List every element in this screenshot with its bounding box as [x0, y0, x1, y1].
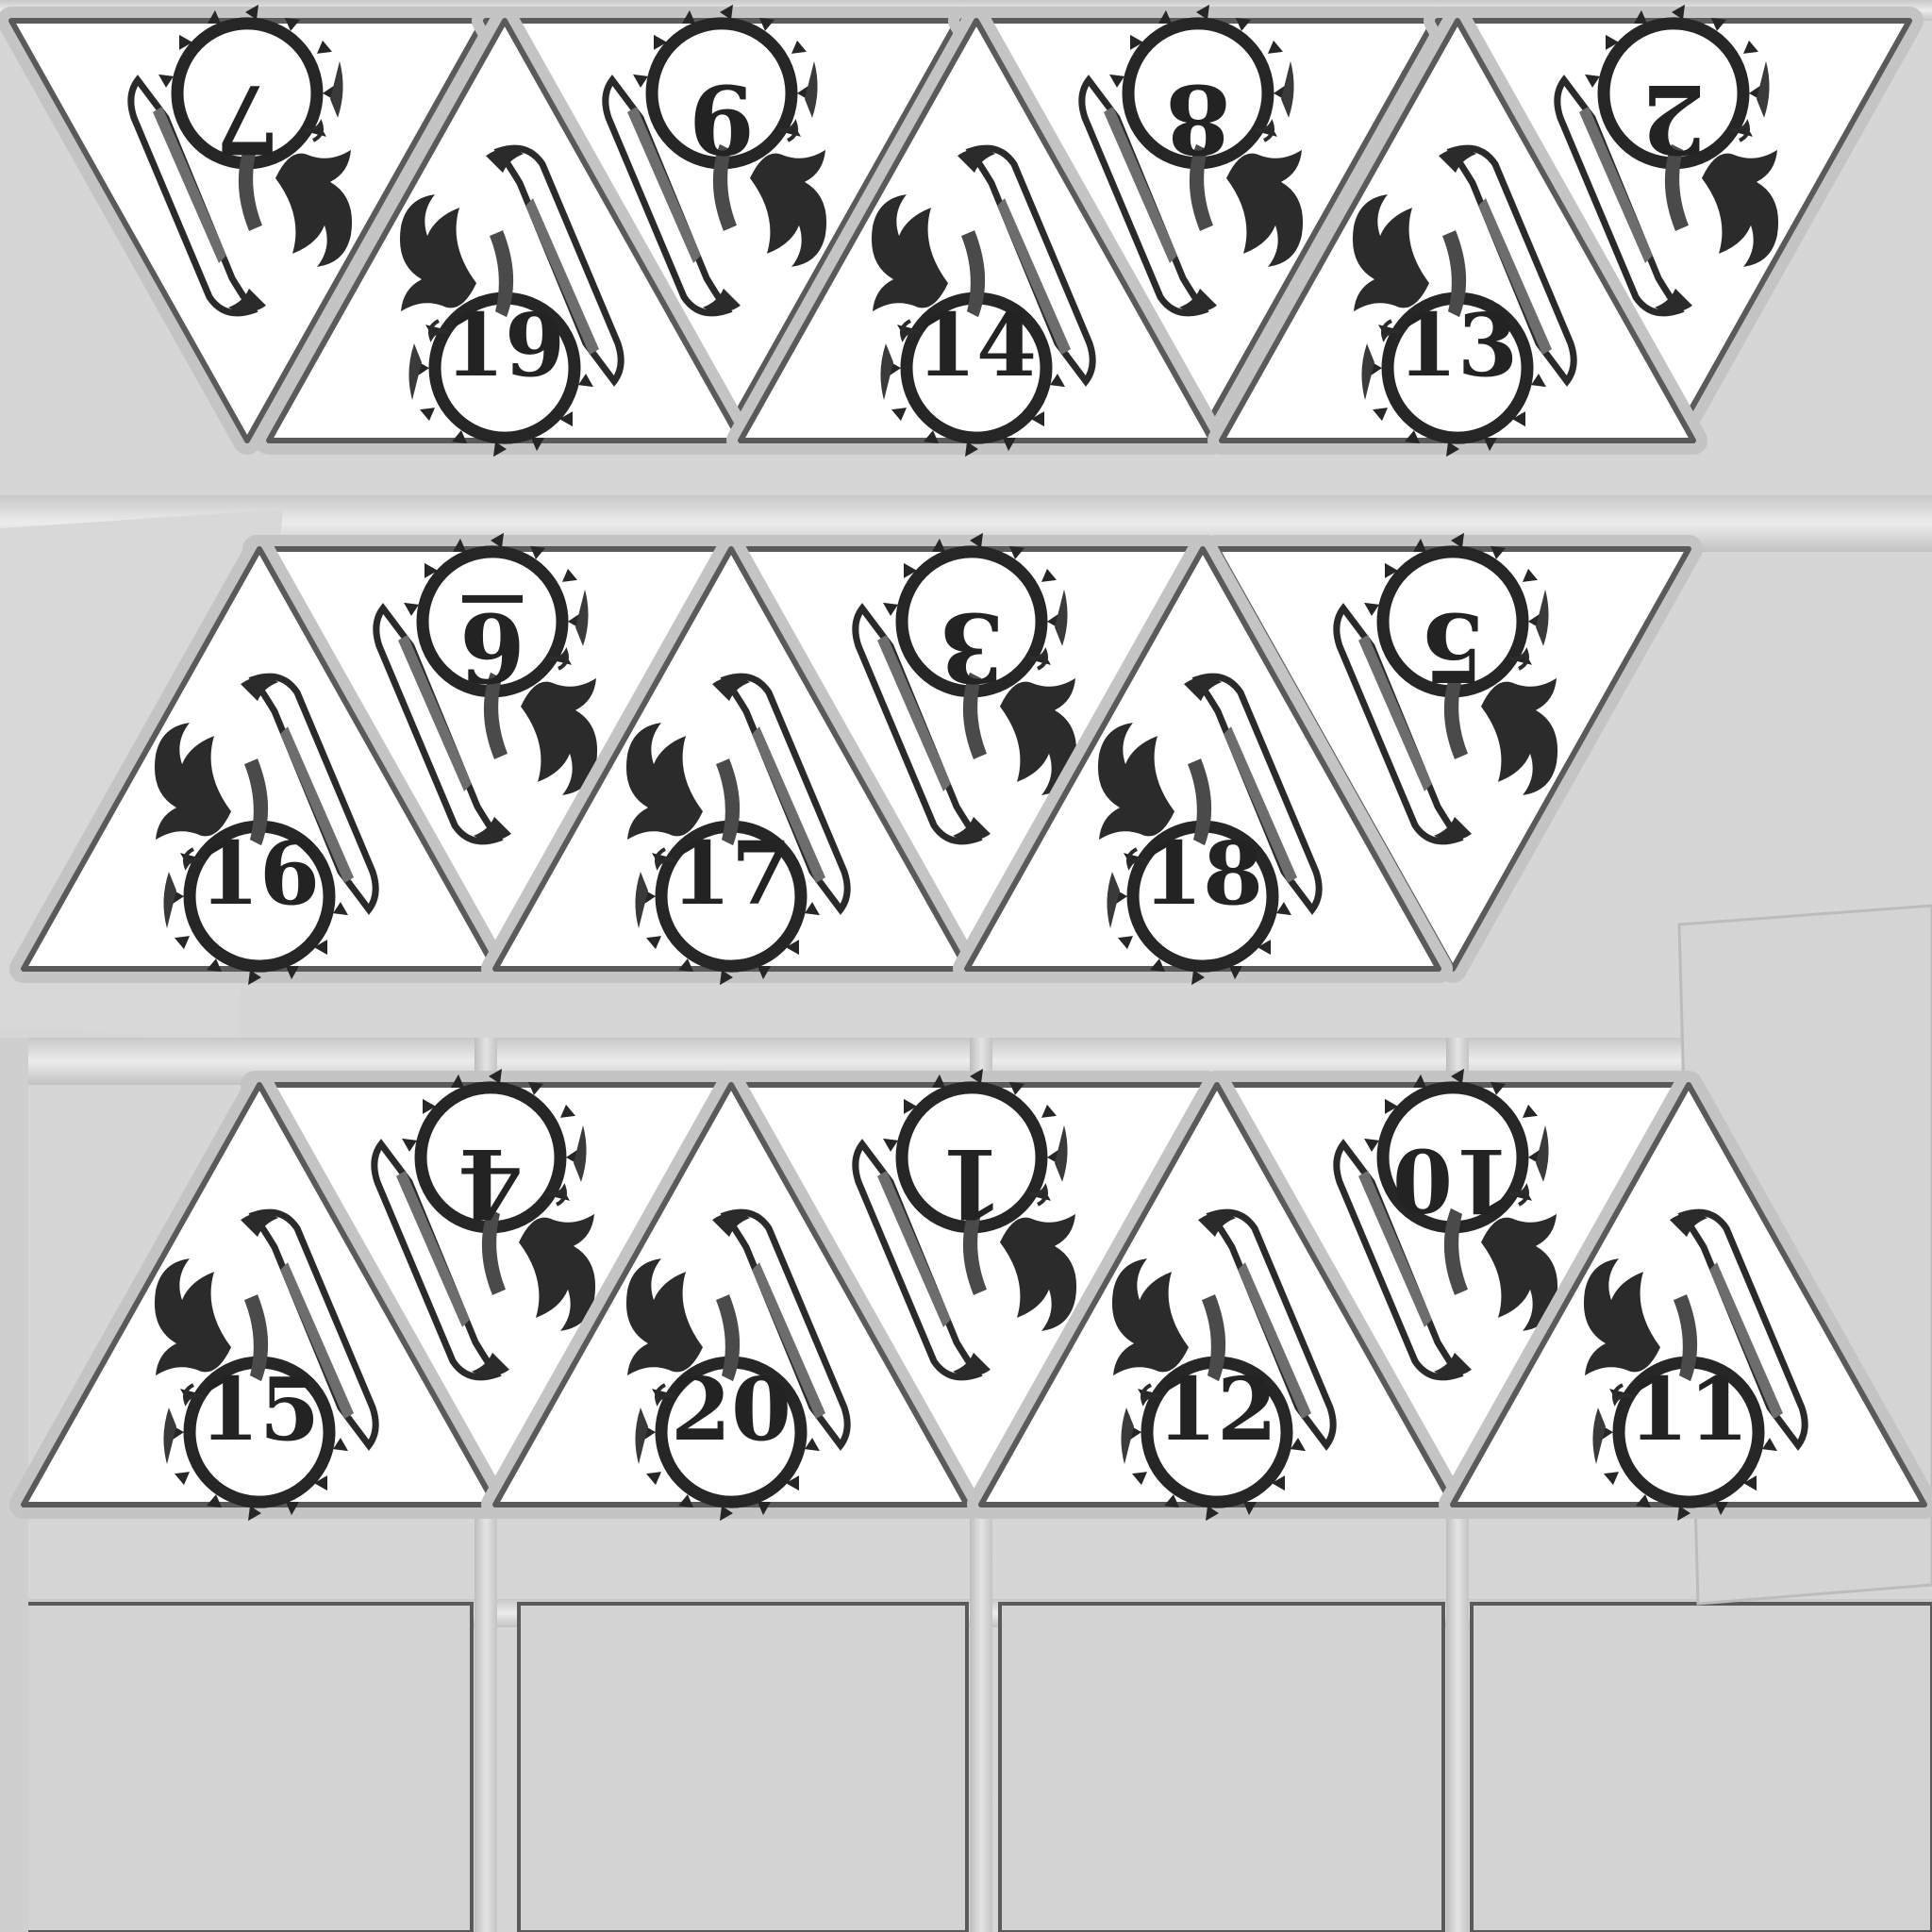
face-content: 3	[856, 533, 1076, 841]
face-number: 8	[1165, 63, 1231, 175]
faces-layer: 7 9 8 2 19 14 13 6 3 5 16 17 18 4 1 10 15 20 12 11	[0, 5, 1932, 1521]
face-15: 15	[9, 1071, 509, 1521]
stretched-edge-tile	[517, 1602, 969, 1932]
face-19: 19	[255, 7, 755, 457]
face-number: 1	[939, 1127, 1005, 1239]
face-content: 20	[626, 1212, 847, 1521]
face-number: 5	[1420, 591, 1486, 703]
face-2: 2	[1424, 5, 1924, 455]
face-number: 6	[459, 591, 525, 703]
face-number: 13	[1397, 294, 1518, 396]
face-number: 20	[671, 1358, 791, 1460]
face-number: 2	[1641, 63, 1707, 175]
face-content: 2	[1557, 5, 1778, 313]
face-content: 9	[606, 5, 826, 313]
face-number: 12	[1157, 1358, 1277, 1460]
face-14: 14	[726, 7, 1226, 457]
face-content: 11	[1584, 1212, 1805, 1521]
face-20: 20	[481, 1071, 981, 1521]
face-4: 4	[241, 1069, 741, 1519]
face-content: 6	[376, 533, 597, 841]
face-16: 16	[9, 535, 509, 985]
stretched-edge-tile	[17, 1602, 474, 1932]
face-number: 11	[1628, 1358, 1749, 1460]
orientation-underline	[462, 594, 523, 603]
face-content: 8	[1082, 5, 1303, 313]
face-number: 14	[916, 294, 1037, 396]
face-17: 17	[481, 535, 981, 985]
face-content: 10	[1337, 1069, 1557, 1377]
face-content: 17	[626, 676, 847, 985]
face-content: 12	[1112, 1212, 1333, 1521]
stretched-edge-tile	[998, 1602, 1445, 1932]
face-content: 7	[131, 5, 352, 313]
face-7: 7	[0, 5, 497, 455]
face-content: 16	[155, 676, 375, 985]
face-content: 13	[1353, 148, 1574, 457]
face-number: 18	[1142, 823, 1263, 924]
face-content: 14	[872, 148, 1092, 457]
face-content: 15	[155, 1212, 375, 1521]
face-12: 12	[967, 1071, 1467, 1521]
face-number: 16	[199, 823, 320, 924]
face-number: 15	[199, 1358, 320, 1460]
face-number: 7	[214, 63, 280, 175]
face-number: 10	[1392, 1129, 1513, 1231]
face-18: 18	[953, 535, 1453, 985]
face-content: 19	[400, 148, 621, 457]
face-11: 11	[1439, 1071, 1932, 1521]
face-content: 5	[1337, 533, 1557, 841]
face-content: 1	[856, 1069, 1076, 1377]
face-number: 17	[671, 823, 791, 924]
stretched-edge-tile	[1470, 1602, 1932, 1932]
face-number: 3	[939, 591, 1005, 703]
face-content: 18	[1098, 676, 1319, 985]
face-content: 4	[375, 1069, 595, 1377]
face-13: 13	[1208, 7, 1707, 457]
face-number: 9	[689, 63, 755, 175]
face-number: 4	[458, 1127, 524, 1239]
face-number: 19	[444, 294, 565, 396]
